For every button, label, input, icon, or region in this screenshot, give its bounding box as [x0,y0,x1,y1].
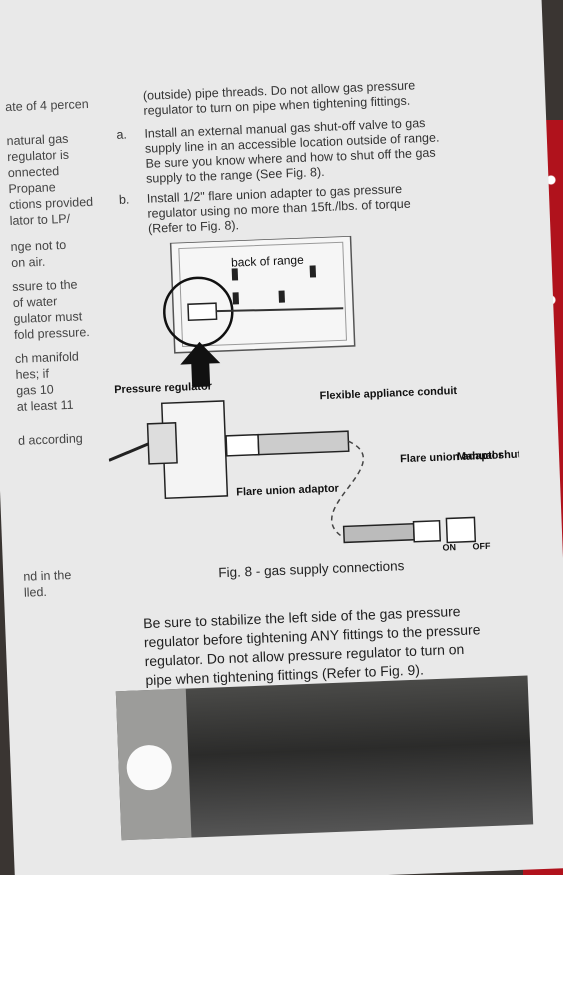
top-text: (outside) pipe threads. Do not allow gas… [143,78,416,118]
range-pipe [216,307,344,313]
range-slot [278,290,285,303]
range-back-panel [169,235,356,354]
range-slot [231,268,239,281]
left-line: at least 11 [16,397,74,414]
step-marker: a. [116,127,128,142]
left-line: lled. [23,584,48,600]
dashed-connection [331,440,365,538]
up-arrow [180,341,221,388]
conduit-end [342,522,415,544]
range-slot [309,265,317,278]
flexible-conduit [257,430,350,456]
figure-caption: Fig. 8 - gas supply connections [218,558,405,581]
label-flexible-conduit: Flexible appliance conduit [319,385,457,402]
step-marker: b. [118,192,130,207]
label-flare-union-left: Flare union adaptor [236,483,340,499]
label-back-of-range: back of range [231,253,305,270]
left-line: d according [17,431,83,448]
left-line: fold pressure. [13,325,90,342]
step-a: a. Install an external manual gas shut-o… [116,114,478,188]
range-inner-outline [178,241,348,348]
regulator-body [146,422,178,465]
label-shutoff-valve: Manual shut-off valve [457,447,523,463]
label-on: ON [442,542,456,553]
photo-scene: ate of 4 percen natural gas regulator is… [0,0,563,875]
left-line: ate of 4 percen [5,96,89,115]
left-column-text: ate of 4 percen natural gas regulator is… [5,96,114,601]
manual-shutoff-valve [445,516,477,544]
flare-union-adaptor-left [225,433,260,457]
left-line: lator to LP/ [9,211,71,229]
step-b: b. Install 1/2" flare union adapter to g… [119,179,480,238]
inlet-pipe [108,442,149,462]
fig9-photo [115,675,534,841]
range-slot [232,292,240,305]
label-off: OFF [472,541,491,552]
label-pressure-regulator: Pressure regulator [114,380,213,396]
left-line: on air. [11,254,46,271]
manual-page: ate of 4 percen natural gas regulator is… [0,0,563,875]
gas-supply-figure: back of range Pressure regulator Flexibl… [108,235,523,553]
label-flare-union-right: Flare union adaptor [400,449,504,465]
regulator-small [187,302,218,322]
flare-union-adaptor-right [412,519,442,543]
